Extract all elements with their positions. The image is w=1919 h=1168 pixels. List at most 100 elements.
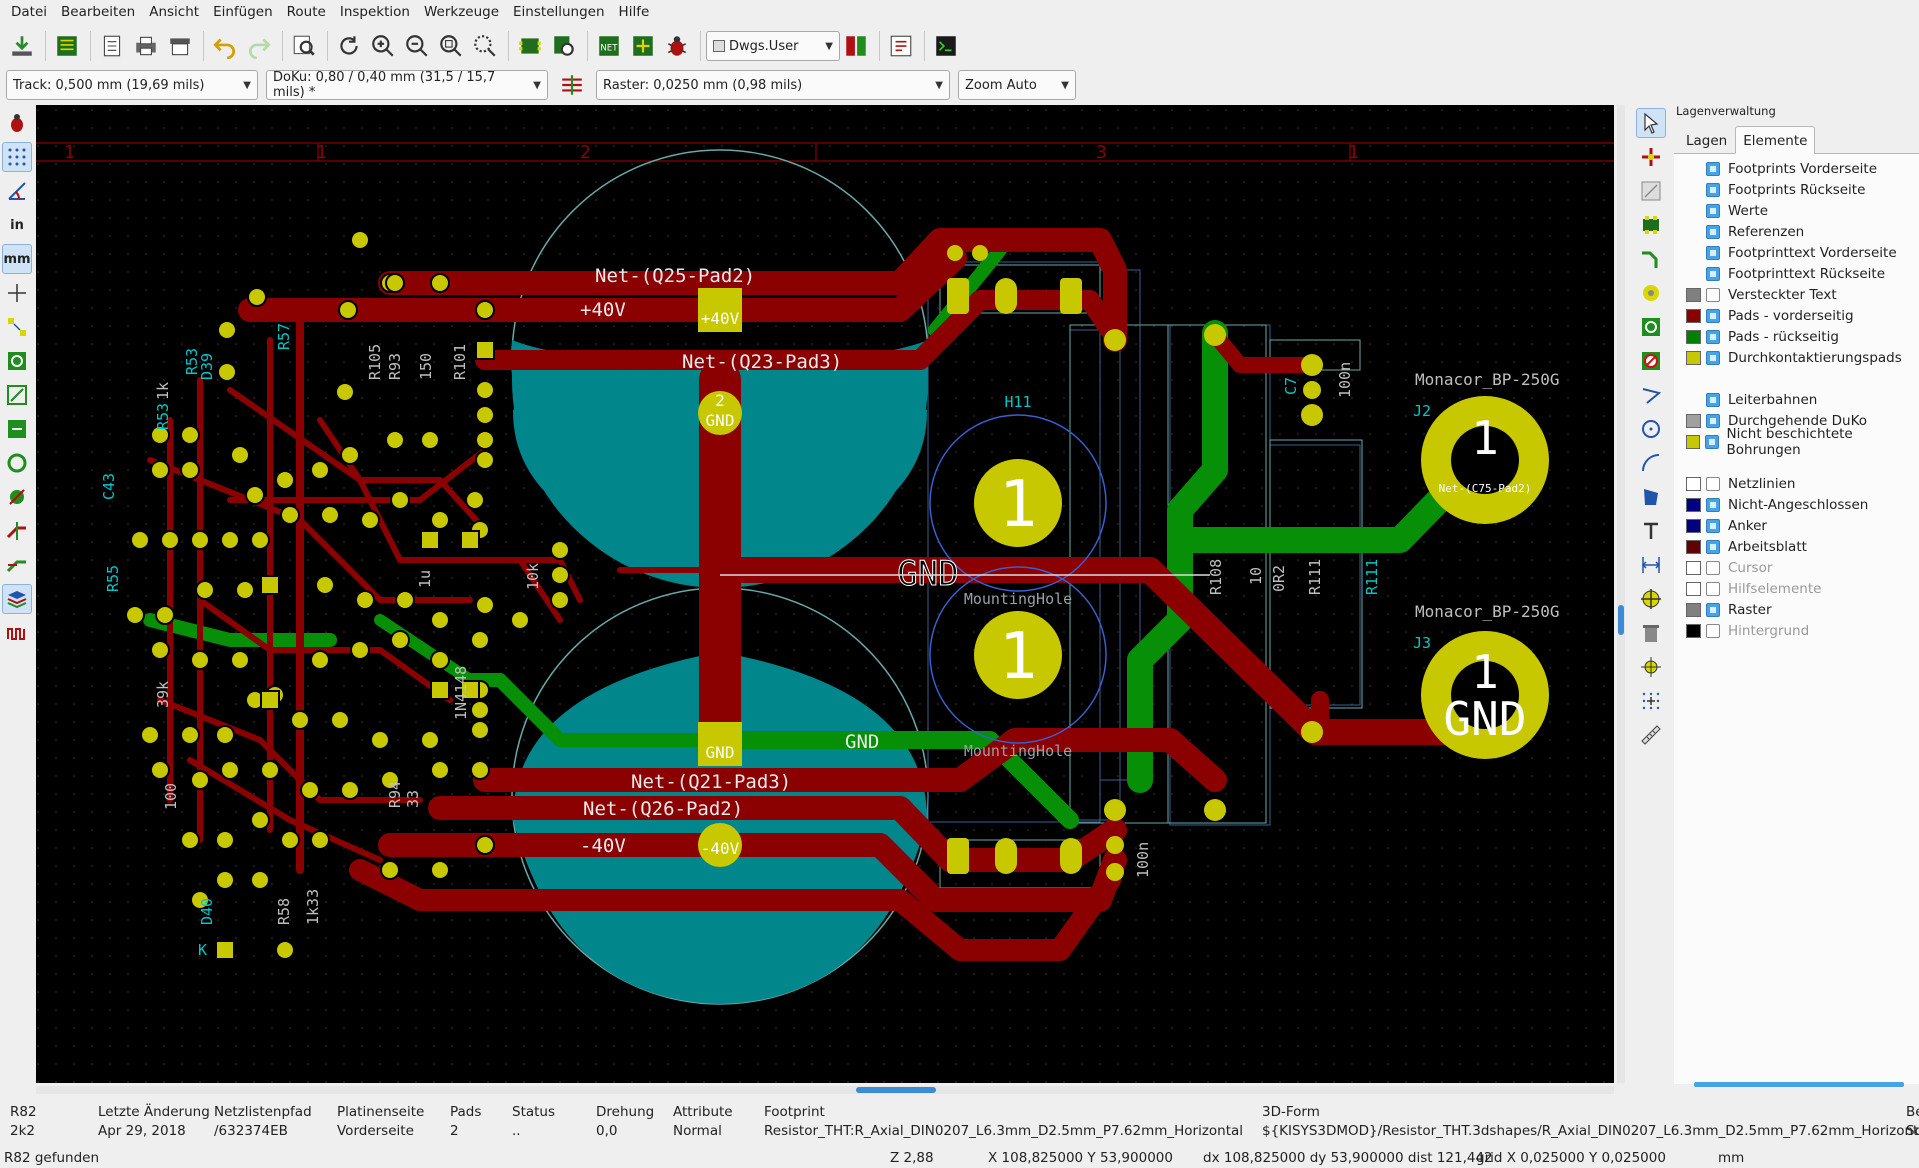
pad-sketch-toggle[interactable] — [2, 448, 32, 478]
polar-coords-toggle[interactable] — [2, 176, 32, 206]
color-swatch[interactable] — [1686, 329, 1701, 344]
auto-track-width-button[interactable] — [556, 69, 588, 101]
element-visibility-row[interactable]: Footprinttext Rückseite — [1674, 263, 1919, 284]
zoom-fit-button[interactable] — [435, 30, 467, 62]
measure-tool[interactable] — [1636, 720, 1666, 750]
visibility-checkbox[interactable] — [1706, 266, 1720, 281]
redraw-button[interactable] — [333, 30, 365, 62]
zone-fill-toggle[interactable] — [2, 346, 32, 376]
layers-manager-toggle[interactable] — [2, 584, 32, 614]
grid-origin-tool[interactable] — [1636, 686, 1666, 716]
add-keepout-tool[interactable] — [1636, 346, 1666, 376]
drc-button[interactable] — [661, 30, 693, 62]
local-ratsnest-tool[interactable] — [1636, 176, 1666, 206]
zoom-out-button[interactable] — [401, 30, 433, 62]
panel-scrollbar[interactable] — [1694, 1082, 1904, 1087]
element-visibility-row[interactable]: Leiterbahnen — [1674, 389, 1919, 410]
element-visibility-row[interactable]: Footprints Vorderseite — [1674, 158, 1919, 179]
page-settings-button[interactable] — [96, 30, 128, 62]
ratsnest-toggle[interactable] — [2, 312, 32, 342]
drill-origin-tool[interactable] — [1636, 652, 1666, 682]
element-visibility-row[interactable]: Referenzen — [1674, 221, 1919, 242]
visibility-checkbox[interactable] — [1705, 434, 1719, 449]
element-visibility-row[interactable]: Footprinttext Vorderseite — [1674, 242, 1919, 263]
add-text-tool[interactable] — [1636, 516, 1666, 546]
menu-werkzeuge[interactable]: Werkzeuge — [423, 4, 500, 20]
delete-tool[interactable] — [1636, 618, 1666, 648]
python-console-button[interactable] — [930, 30, 962, 62]
visibility-checkbox[interactable] — [1706, 518, 1720, 533]
unit-mm-button[interactable]: mm — [2, 244, 32, 274]
element-visibility-row[interactable]: Nicht-Angeschlossen — [1674, 494, 1919, 515]
scrollbar-thumb[interactable] — [1618, 605, 1624, 635]
color-swatch[interactable] — [1686, 581, 1701, 596]
color-swatch[interactable] — [1686, 602, 1701, 617]
color-swatch[interactable] — [1686, 497, 1701, 512]
track-sketch-toggle[interactable] — [2, 516, 32, 546]
board-setup-button[interactable] — [51, 30, 83, 62]
color-swatch[interactable] — [1686, 623, 1701, 638]
script-button[interactable] — [885, 30, 917, 62]
menu-einfuegen[interactable]: Einfügen — [213, 4, 273, 20]
element-visibility-row[interactable]: Cursor — [1674, 557, 1919, 578]
color-swatch[interactable] — [1686, 560, 1701, 575]
visibility-checkbox[interactable] — [1706, 287, 1720, 302]
zone-sketch-toggle[interactable] — [2, 414, 32, 444]
menu-route[interactable]: Route — [286, 4, 326, 20]
element-visibility-row[interactable]: Pads - rückseitig — [1674, 326, 1919, 347]
visibility-checkbox[interactable] — [1706, 623, 1720, 638]
menu-ansicht[interactable]: Ansicht — [149, 4, 200, 20]
element-visibility-row[interactable]: Durchgehende DuKo — [1674, 410, 1919, 431]
element-visibility-row[interactable]: Werte — [1674, 200, 1919, 221]
save-board-button[interactable] — [6, 30, 38, 62]
element-visibility-row[interactable]: Pads - vorderseitig — [1674, 305, 1919, 326]
draw-polygon-tool[interactable] — [1636, 482, 1666, 512]
update-pcb-button[interactable] — [627, 30, 659, 62]
menu-bearbeiten[interactable]: Bearbeiten — [61, 4, 136, 20]
visibility-checkbox[interactable] — [1706, 497, 1720, 512]
footprint-editor-button[interactable] — [514, 30, 546, 62]
draw-line-tool[interactable] — [1636, 380, 1666, 410]
add-zone-tool[interactable] — [1636, 312, 1666, 342]
visibility-checkbox[interactable] — [1706, 203, 1720, 218]
element-visibility-row[interactable]: Footprints Rückseite — [1674, 179, 1919, 200]
visibility-checkbox[interactable] — [1706, 308, 1720, 323]
menu-inspektion[interactable]: Inspektion — [339, 4, 410, 20]
color-swatch[interactable] — [1686, 434, 1701, 449]
element-visibility-row[interactable]: Durchkontaktierungspads — [1674, 347, 1919, 368]
draw-circle-tool[interactable] — [1636, 414, 1666, 444]
color-swatch[interactable] — [1686, 287, 1701, 302]
visibility-checkbox[interactable] — [1706, 182, 1720, 197]
visibility-checkbox[interactable] — [1706, 413, 1720, 428]
tab-lagen[interactable]: Lagen — [1686, 133, 1728, 149]
footprint-browser-button[interactable] — [548, 30, 580, 62]
add-via-tool[interactable] — [1636, 278, 1666, 308]
visibility-checkbox[interactable] — [1706, 539, 1720, 554]
plot-button[interactable] — [164, 30, 196, 62]
zoom-select[interactable]: Zoom Auto ▼ — [958, 70, 1076, 100]
zoom-selection-button[interactable] — [469, 30, 501, 62]
add-dimension-tool[interactable] — [1636, 550, 1666, 580]
menu-hilfe[interactable]: Hilfe — [618, 4, 650, 20]
color-swatch[interactable] — [1686, 413, 1701, 428]
cursor-shape-toggle[interactable] — [2, 278, 32, 308]
high-contrast-toggle[interactable] — [2, 550, 32, 580]
color-swatch[interactable] — [1686, 350, 1701, 365]
visibility-checkbox[interactable] — [1706, 476, 1720, 491]
undo-button[interactable] — [209, 30, 241, 62]
zone-outline-toggle[interactable] — [2, 380, 32, 410]
drc-markers-toggle[interactable] — [2, 108, 32, 138]
visibility-checkbox[interactable] — [1706, 329, 1720, 344]
element-visibility-row[interactable]: Arbeitsblatt — [1674, 536, 1919, 557]
visibility-checkbox[interactable] — [1706, 602, 1720, 617]
element-visibility-row[interactable]: Hintergrund — [1674, 620, 1919, 641]
menu-einstellungen[interactable]: Einstellungen — [513, 4, 605, 20]
route-track-tool[interactable] — [1636, 244, 1666, 274]
element-visibility-row[interactable]: Raster — [1674, 599, 1919, 620]
color-swatch[interactable] — [1686, 518, 1701, 533]
highlight-net-tool[interactable] — [1636, 142, 1666, 172]
find-button[interactable] — [288, 30, 320, 62]
select-tool[interactable] — [1636, 108, 1666, 138]
visibility-checkbox[interactable] — [1706, 392, 1720, 407]
color-swatch[interactable] — [1686, 308, 1701, 323]
